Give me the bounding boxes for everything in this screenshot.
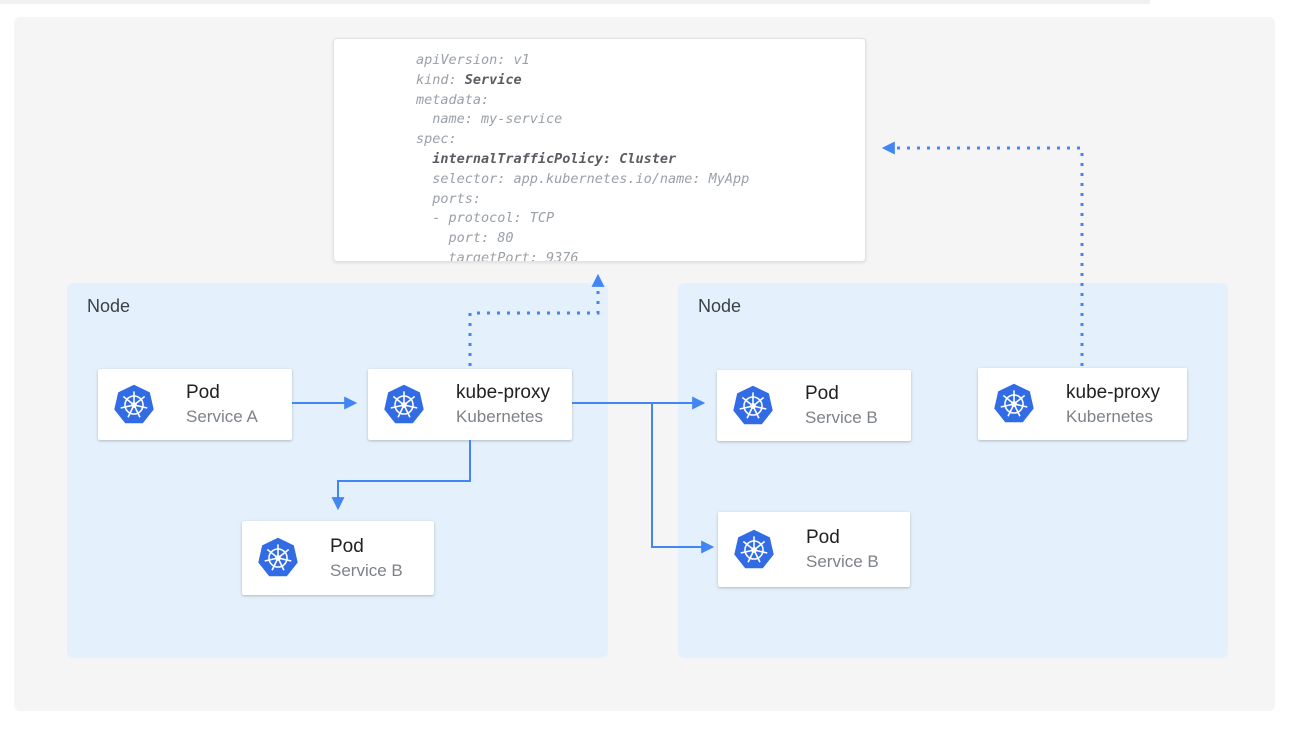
top-border-line [0,0,1150,4]
kube-proxy-card-right: kube-proxy Kubernetes [978,368,1187,440]
pod-service-b-card-left: Pod Service B [242,521,434,595]
yaml-line: ports: [416,190,482,207]
card-text: kube-proxy Kubernetes [1066,381,1160,428]
service-yaml-card: apiVersion: v1 kind: Service metadata: nam… [333,38,866,262]
yaml-line: internalTrafficPolicy: Cluster [432,150,677,167]
yaml-line: kind: Service [416,71,522,88]
kubernetes-wheel-icon [992,382,1036,426]
card-title: Pod [186,382,220,403]
card-subtitle: Kubernetes [1066,406,1153,426]
card-text: Pod Service B [330,535,403,582]
card-subtitle: Service B [806,552,879,571]
kube-proxy-card-left: kube-proxy Kubernetes [368,369,572,440]
yaml-code: apiVersion: v1 kind: Service metadata: nam… [416,51,865,262]
card-title: Pod [806,527,840,548]
node-box-right: Node [678,283,1228,658]
yaml-line: selector: app.kubernetes.io/name: MyApp [416,170,750,187]
node-label: Node [698,296,742,316]
card-title: kube-proxy [456,382,550,403]
card-subtitle: Kubernetes [456,407,543,426]
pod-service-b-card-right-lower: Pod Service B [718,512,910,587]
kubernetes-wheel-icon [256,536,300,580]
node-box-left: Node [67,283,608,658]
card-text: Pod Service B [806,526,879,573]
pod-service-b-card-right-upper: Pod Service B [717,370,911,441]
card-text: Pod Service A [186,381,258,428]
kubernetes-wheel-icon [382,383,426,427]
kubernetes-wheel-icon [112,383,156,427]
card-subtitle: Service A [186,407,258,426]
yaml-line: metadata: [416,91,490,108]
card-subtitle: Service B [330,560,403,580]
kubernetes-wheel-icon [731,384,775,428]
card-subtitle: Service B [805,408,878,427]
yaml-line: targetPort: 9376 [416,249,579,262]
card-title: kube-proxy [1066,381,1160,403]
yaml-line: apiVersion: v1 [416,52,530,68]
pod-service-a-card: Pod Service A [98,369,292,440]
yaml-line: spec: [416,131,457,148]
card-text: kube-proxy Kubernetes [456,381,550,428]
card-title: Pod [330,535,364,557]
kubernetes-wheel-icon [732,528,776,572]
card-title: Pod [805,383,839,404]
node-label: Node [87,296,131,316]
yaml-line: port: 80 [416,230,514,247]
yaml-line: name: my-service [416,111,563,128]
card-text: Pod Service B [805,382,878,429]
yaml-line: - protocol: TCP [416,210,555,227]
